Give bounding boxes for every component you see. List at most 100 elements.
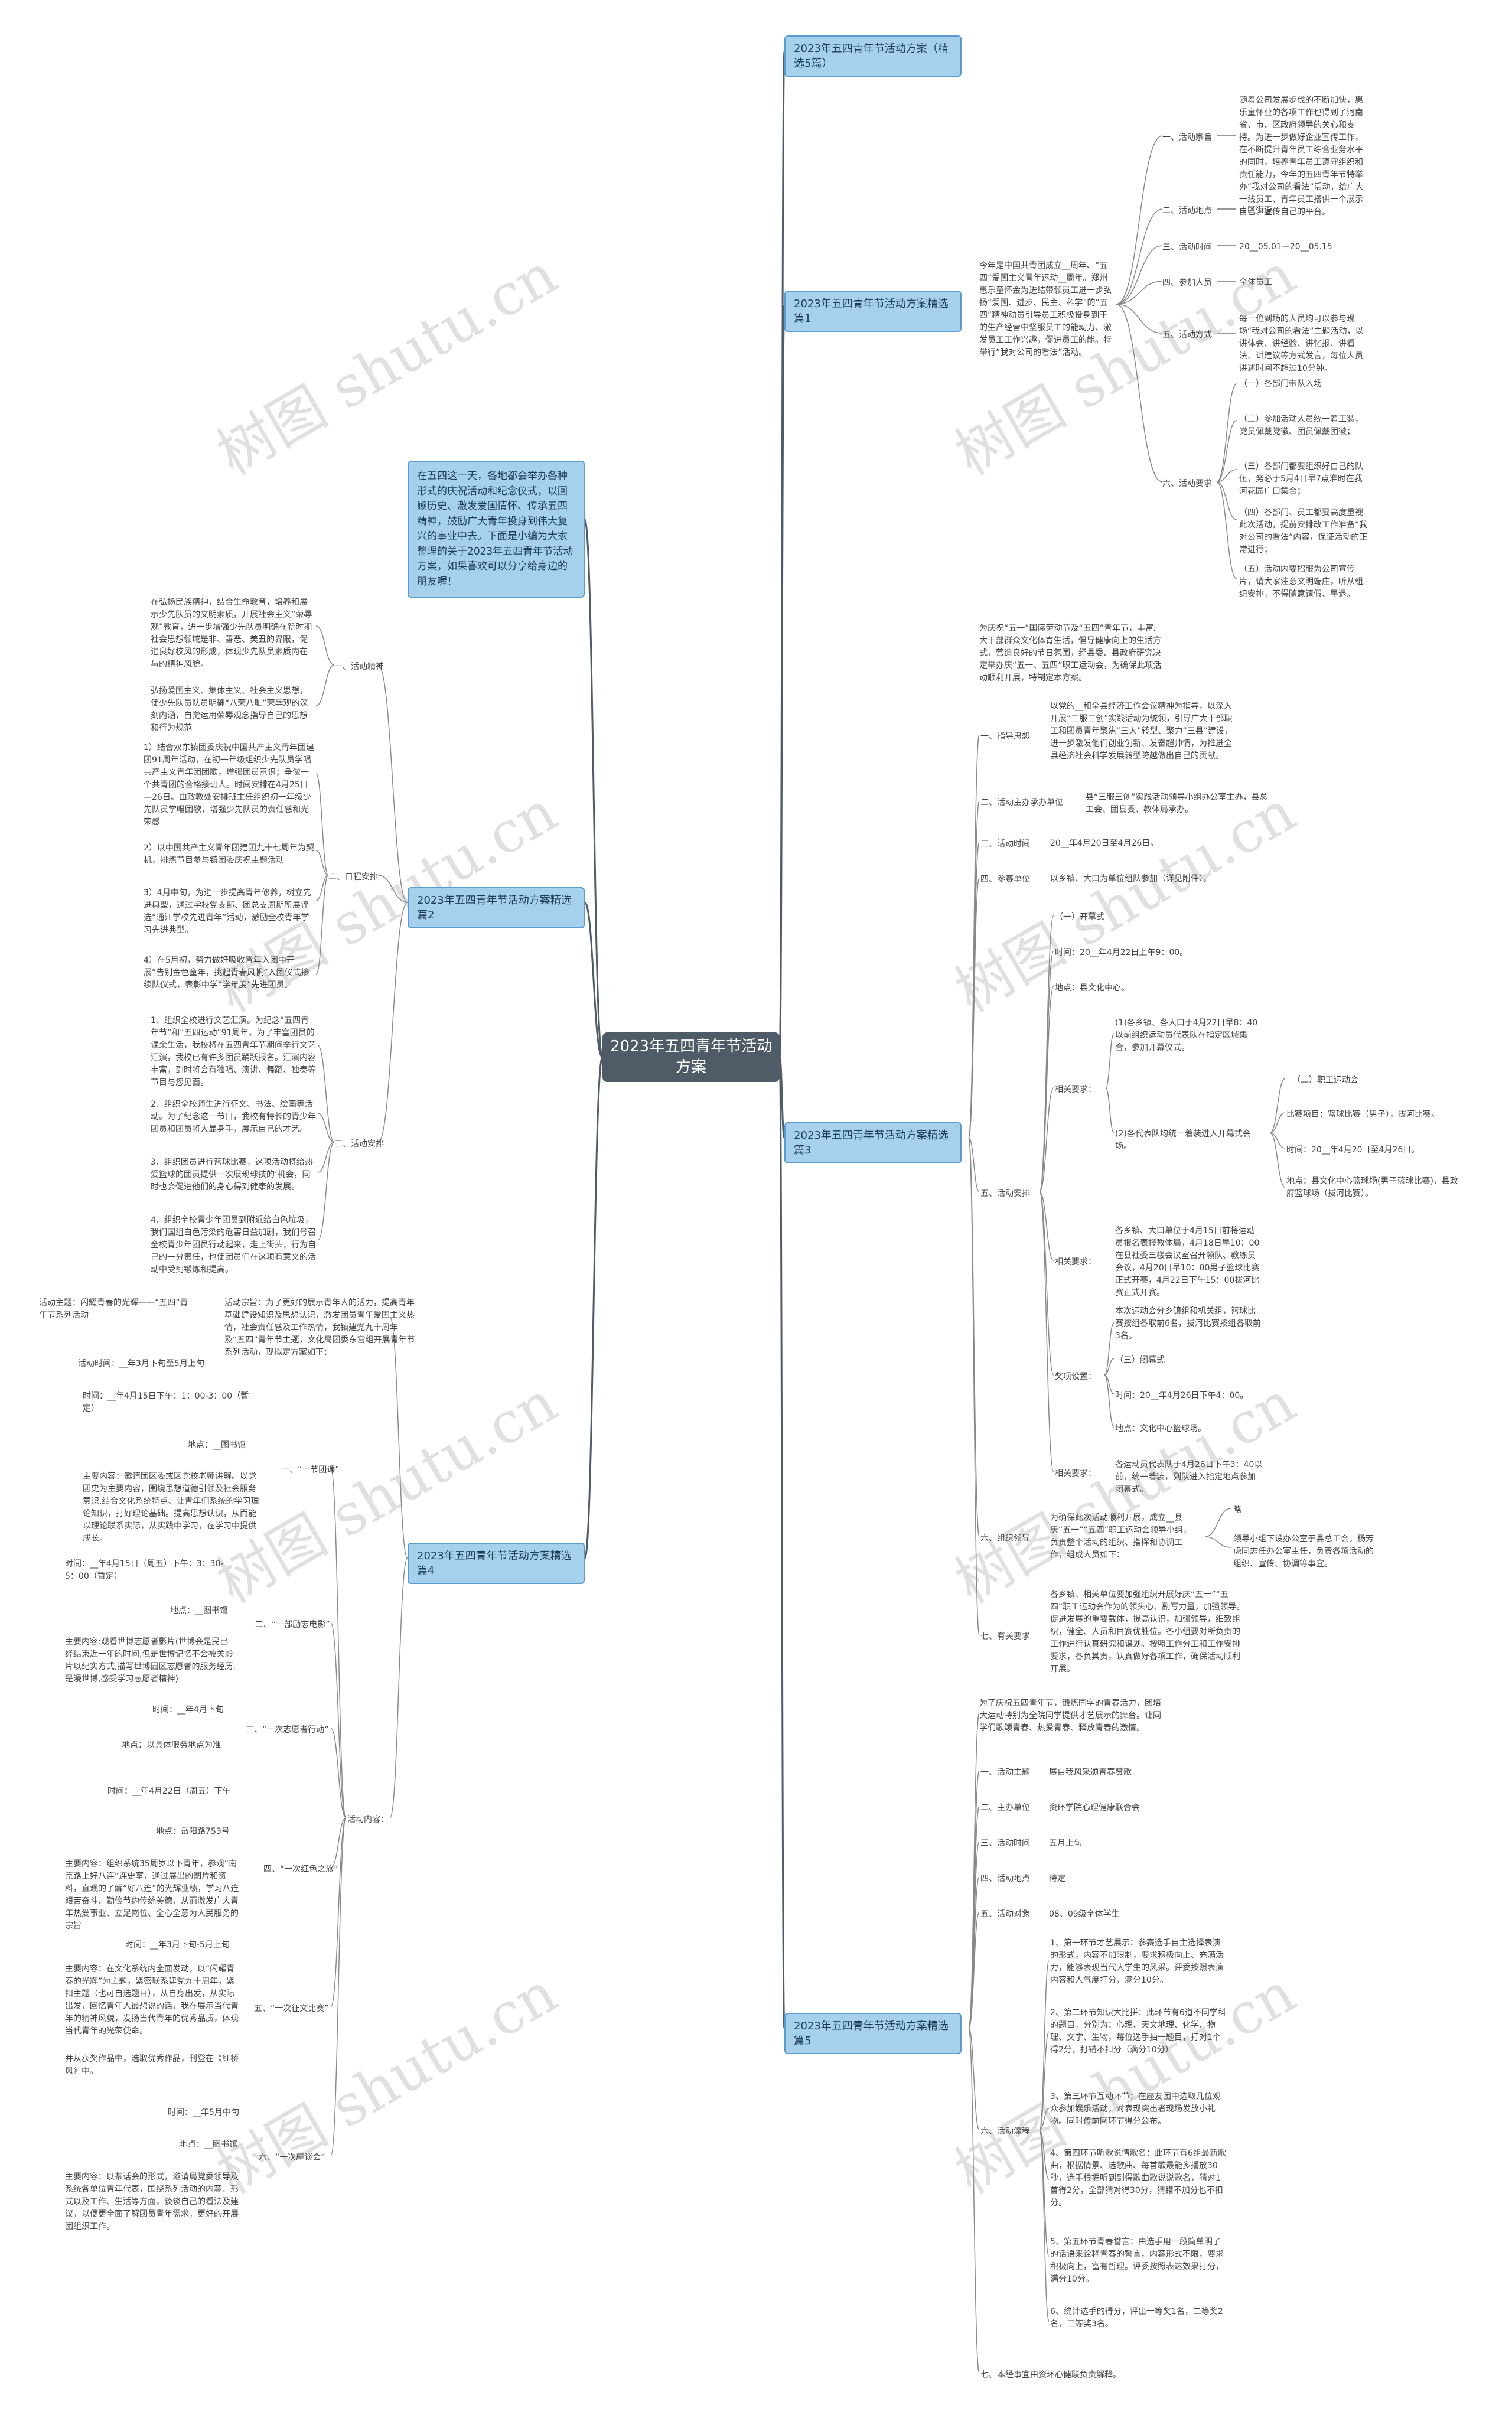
p3-req-label: 相关要求： — [1055, 1085, 1096, 1094]
connector-line — [1269, 1112, 1286, 1133]
p3-label: 一、指导思想 — [980, 732, 1030, 741]
p5-sub: 4、第四环节听歌说情歌名：此环节有6组最新歌曲，根据情景、选歌曲、每首歌最能多播… — [1050, 2149, 1226, 2208]
branch-part-4[interactable]: 2023年五四青年节活动方案精选篇4 — [408, 1543, 585, 1585]
p3-req-label: 相关要求： — [1055, 1257, 1096, 1267]
p4-act-place: 地点：__图书馆 — [188, 1440, 246, 1450]
p4-act-body: 主要内容：组织系统35周岁以下青年，参观“南京路上好八连”连史室，通过展出的图片… — [65, 1859, 239, 1931]
p4-subject: 活动主题：闪耀青春的光辉——“五四”青年节系列活动 — [39, 1298, 188, 1320]
connector-line — [1216, 469, 1237, 483]
connector-line — [968, 2028, 980, 2374]
connector-line — [330, 1817, 347, 1868]
connector-line — [315, 875, 329, 975]
p3-closing-place: 地点：文化中心篮球场。 — [1115, 1424, 1206, 1433]
p1-intro: 今年是中国共青团成立__周年、“五四”爱国主义青年运动__周年。郑州惠乐童怀金为… — [979, 261, 1112, 357]
p3-opening: （一）开幕式 — [1055, 912, 1104, 922]
p3-req: (2)各代表队均统一着装进入开幕式会场。 — [1115, 1129, 1251, 1151]
branch-overview[interactable]: 2023年五四青年节活动方案（精选5篇） — [784, 35, 962, 77]
connector-line — [778, 1056, 786, 2029]
connector-line — [315, 664, 335, 706]
p3-label: 三、活动时间 — [980, 839, 1030, 849]
p3-text: 县“三服三创”实践活动领导小组办公室主办，县总工会、团县委、教体局承办。 — [1086, 793, 1268, 814]
p3-text: 各乡镇、相关单位要加强组织开展好庆“五一”“五四”职工运动会作为的领头心、副写力… — [1050, 1590, 1245, 1674]
p3-award-label: 奖项设置： — [1055, 1372, 1096, 1381]
connector-line — [317, 1113, 335, 1143]
p1-sub: （一）各部门带队入场 — [1239, 379, 1322, 389]
p1-text: 全体员工 — [1239, 278, 1272, 287]
connector-line — [1116, 304, 1163, 483]
p4-act-label: 四、“一次红色之旅” — [263, 1865, 338, 1874]
p4-act-label: 六、“一次座谈会” — [259, 2153, 325, 2162]
connector-line — [968, 1912, 980, 2029]
p3-opening-place: 地点：县文化中心。 — [1055, 983, 1129, 993]
p1-sub: （五）活动内要招服为公司宣传片，请大家注意文明端庄，听从组织安排，不得随意请假、… — [1239, 565, 1363, 599]
connector-line — [1216, 383, 1237, 483]
p5-sub: 3、第三环节互动环节：在座友团中选取几位观众参加娱乐活动，对表现突出者现场发放小… — [1050, 2092, 1221, 2126]
p1-label: 四、参加人员 — [1162, 278, 1212, 288]
connector-line — [1039, 2108, 1050, 2130]
p5-label: 三、活动时间 — [980, 1839, 1030, 1848]
connector-line — [778, 305, 786, 1058]
connector-line — [1116, 245, 1163, 305]
connector-line — [330, 1817, 347, 2007]
p1-text: 随着公司发展步伐的不断加快，惠乐童怀业的各项工作也得到了河南省、市、区政府领导的… — [1239, 96, 1364, 217]
p1-text: 20__05.01—20__05.15 — [1239, 242, 1332, 252]
connector-line — [1116, 304, 1163, 334]
p4-purpose: 活动宗旨：为了更好的展示青年人的活力，提高青年基础建设知识及思想认识，激发团员青… — [224, 1298, 415, 1357]
p4-act-time: 时间：__年4月下旬 — [152, 1705, 224, 1715]
p4-act-label: 三、“一次志愿者行动” — [246, 1725, 329, 1735]
p2-para: 3）4月中旬，为进一步提高青年修养，树立先进典型，通过学校党支部、团总支周期所展… — [144, 888, 311, 935]
connector-line — [1039, 2129, 1050, 2322]
p1-text: 市区街道 — [1239, 206, 1272, 215]
branch-part-3[interactable]: 2023年五四青年节活动方案精选篇3 — [784, 1122, 962, 1164]
connector-line — [1039, 2129, 1050, 2180]
p2-label: 一、活动精神 — [334, 662, 384, 672]
p3-req: 各乡镇、大口单位于4月15日前将运动员报名表报教体局，4月18日早10：00在县… — [1115, 1226, 1260, 1298]
branch-part-5[interactable]: 2023年五四青年节活动方案精选篇5 — [784, 2013, 962, 2055]
connector-line — [968, 1137, 980, 1192]
connector-line — [315, 773, 329, 876]
p4-act-place: 地点：岳阳路753号 — [156, 1827, 230, 1836]
connector-line — [317, 1142, 335, 1173]
p5-label: 一、活动主题 — [980, 1768, 1030, 1777]
connector-line — [1116, 208, 1163, 305]
p3-label: 五、活动安排 — [980, 1189, 1030, 1198]
connector-line — [330, 1468, 347, 1818]
p5-sub: 1、第一环节才艺展示：参赛选手自主选择表演的形式，内容不加限制，要求积极向上、充… — [1050, 1938, 1224, 1985]
p2-para: 2）以中国共产主义青年团建团九十七周年为契机，排练节目参与镇团委庆祝主题活动 — [144, 843, 314, 865]
p1-label: 六、活动要求 — [1162, 479, 1212, 488]
p3-req: (1)各乡镇、各大口于4月22日早8：40以前组织运动员代表队在指定区域集合，参… — [1115, 1018, 1258, 1052]
connector-line — [317, 1045, 335, 1143]
p5-text: 待定 — [1049, 1874, 1065, 1883]
p3-meet-place: 地点：县文化中心篮球场(男子篮球比赛)，县政府篮球场（拔河比赛）。 — [1286, 1176, 1458, 1198]
p3-leader-text: 领导小组下设办公室于县总工会，杨芳虎同志任办公室主任，负责各项活动的组织、宣传、… — [1233, 1534, 1374, 1569]
p3-leader-head: 略 — [1233, 1505, 1241, 1515]
connector-line — [1105, 1033, 1115, 1088]
connector-line — [1039, 1087, 1054, 1192]
connector-line — [584, 519, 604, 1058]
connector-line — [1269, 1078, 1286, 1133]
connector-line — [1104, 1358, 1115, 1376]
p5-text: 展自我风采颂青春赞歌 — [1049, 1768, 1132, 1777]
p4-act-time: 时间：__年4月22日（周五）下午 — [107, 1787, 231, 1796]
p1-label: 三、活动时间 — [1162, 243, 1212, 252]
connector-line — [1204, 1508, 1231, 1537]
branch-part-2[interactable]: 2023年五四青年节活动方案精选篇2 — [408, 887, 585, 929]
connector-line — [330, 1622, 347, 1818]
p1-sub: （四）各部门、员工都要高度重视此次活动，提前安排改工作准备“我对公司的看法”内容… — [1239, 508, 1368, 555]
p5-sub: 6、统计选手的得分，评出一等奖1名，二等奖2名，三等奖3名。 — [1050, 2307, 1223, 2329]
p5-text: 五月上旬 — [1049, 1839, 1082, 1848]
root-node[interactable]: 2023年五四青年节活动方案 — [602, 1032, 780, 1082]
p5-label: 五、活动对象 — [980, 1909, 1030, 1919]
p3-text: 以乡镇、大口为单位组队参加（详见附件）。 — [1050, 874, 1211, 884]
p5-intro: 为了庆祝五四青年节，锻炼同学的青春活力，团培大运动特别为全院同学提供才艺展示的舞… — [979, 1699, 1161, 1733]
connector-line — [968, 1137, 980, 1537]
p1-label: 一、活动宗旨 — [1162, 133, 1212, 142]
branch-part-1[interactable]: 2023年五四青年节活动方案精选篇1 — [784, 291, 962, 333]
p5-label: 二、主办单位 — [980, 1803, 1030, 1813]
connector-line — [1039, 1191, 1054, 1376]
connector-line — [377, 875, 408, 903]
p1-sub: （二）参加活动人员统一着工装，党员佩戴党徽、团员佩戴团徽； — [1239, 415, 1363, 436]
p3-label: 六、组织领导 — [980, 1534, 1030, 1543]
p4-act-label: 五、“一次征文比赛” — [254, 2004, 329, 2013]
p3-label: 七、有关要求 — [980, 1632, 1030, 1641]
